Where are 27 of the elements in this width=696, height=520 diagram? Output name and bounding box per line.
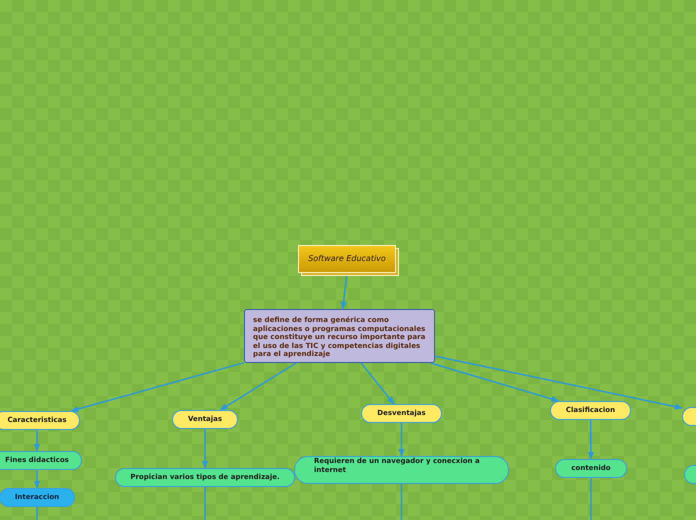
connector-line [590,478,592,520]
subtopic-pill [294,456,509,484]
arrow [34,430,40,452]
arrow [430,362,560,402]
title-text: Software Educativo [308,253,386,265]
description-box [244,309,435,363]
topic-pill [0,411,80,430]
arrow [398,423,405,457]
arrow [34,470,40,489]
connector-line [36,507,38,520]
topic-pill [361,404,442,423]
arrow [434,355,683,410]
arrow [70,362,244,412]
topic-pill [550,401,631,420]
subtopic-pill [555,459,627,478]
arrow [360,362,394,405]
subtopic-pill [0,488,75,507]
subtopic-pill [115,468,295,487]
subtopic-pill [0,451,82,470]
arrow [220,362,296,411]
topic-pill [172,410,238,429]
title-card [298,245,399,276]
arrow [202,429,208,469]
connector-line [400,484,402,520]
arrow [340,276,348,310]
connector-line [204,487,206,520]
arrow [588,420,594,460]
